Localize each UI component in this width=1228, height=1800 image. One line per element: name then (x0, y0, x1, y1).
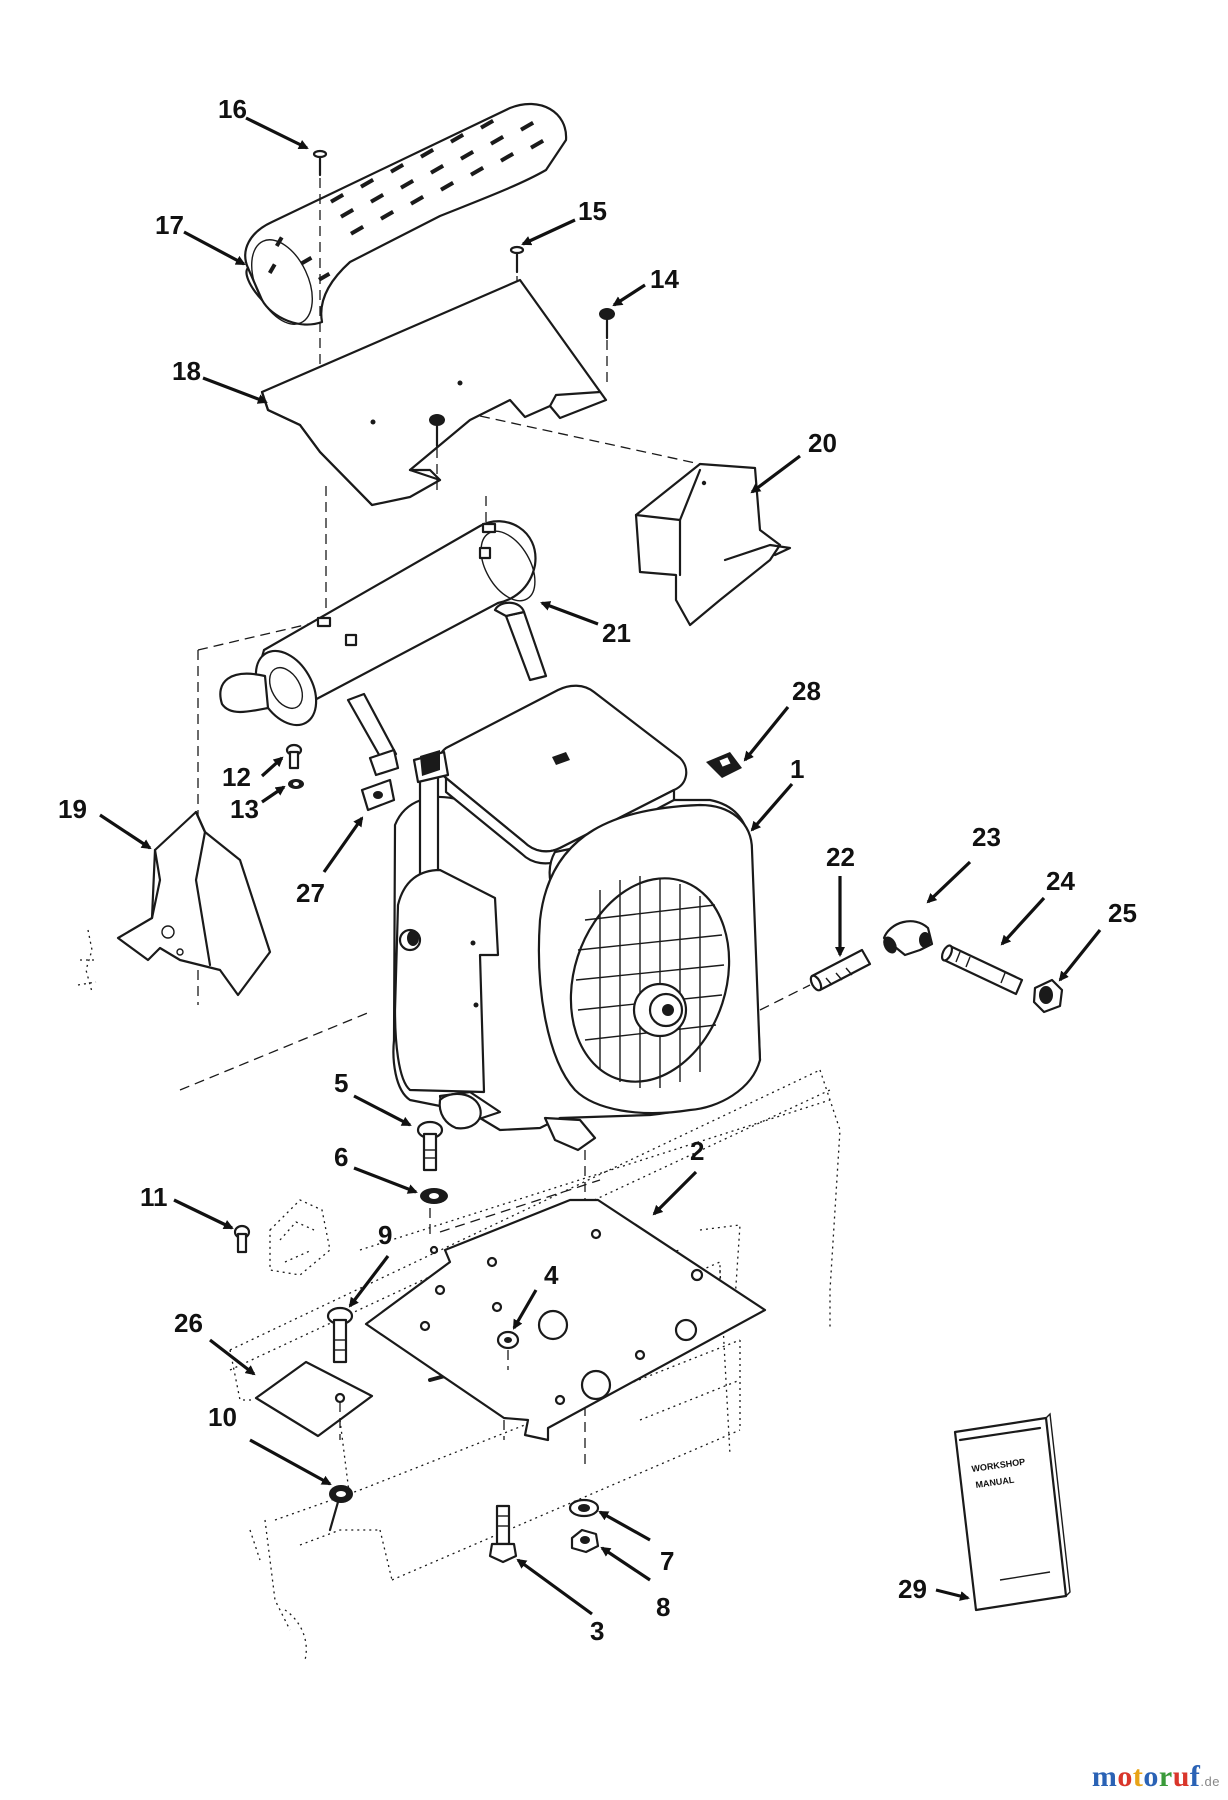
screw-15 (509, 245, 525, 274)
workshop-manual-29: WORKSHOP MANUAL (953, 1412, 1071, 1612)
blower-shroud (634, 462, 792, 627)
callout-labels: 16 17 15 14 18 20 21 28 1 12 13 19 27 22… (58, 94, 1137, 1646)
side-shield-19 (116, 810, 272, 997)
screw-12 (285, 743, 303, 770)
exhaust-gasket-27 (360, 778, 396, 812)
watermark-letter: m (1091, 1760, 1118, 1793)
part-label-10: 10 (208, 1402, 237, 1432)
part-label-29: 29 (898, 1574, 927, 1604)
washer-7 (568, 1498, 600, 1518)
watermark-letter: u (1172, 1760, 1190, 1793)
muffler (219, 520, 548, 777)
screw-14 (599, 308, 615, 340)
watermark-letter: o (1117, 1760, 1133, 1793)
watermark-suffix: .de (1200, 1774, 1220, 1789)
part-label-4: 4 (544, 1260, 559, 1290)
callout-arrows (99, 116, 1102, 1616)
shield-mount-bolts (77, 929, 97, 993)
ventilation-slots (268, 119, 545, 282)
bolt-9 (326, 1306, 354, 1364)
part-label-12: 12 (222, 762, 251, 792)
engine-mount-plate-2 (364, 1198, 767, 1442)
clip-28 (706, 752, 742, 778)
nut-4 (496, 1330, 520, 1350)
part-label-7: 7 (660, 1546, 674, 1576)
part-label-18: 18 (172, 356, 201, 386)
part-label-8: 8 (656, 1592, 670, 1622)
nut-10 (329, 1485, 353, 1503)
part-label-15: 15 (578, 196, 607, 226)
heat-shield-cover (244, 102, 568, 326)
elbow-fitting-23 (882, 920, 934, 957)
solenoid-bracket-11 (269, 1199, 331, 1276)
part-label-28: 28 (792, 676, 821, 706)
nut-8 (570, 1528, 600, 1554)
watermark-letter: o (1143, 1760, 1159, 1793)
bolt-11 (233, 1224, 251, 1254)
washer-6 (420, 1188, 448, 1204)
part-label-25: 25 (1108, 898, 1137, 928)
pipe-nipple-24 (940, 944, 1024, 996)
part-label-6: 6 (334, 1142, 348, 1172)
part-label-22: 22 (826, 842, 855, 872)
guard-screw (429, 414, 445, 448)
part-label-3: 3 (590, 1616, 604, 1646)
pipe-nipple-22 (809, 948, 872, 992)
bolt-3 (488, 1504, 518, 1564)
part-label-2: 2 (690, 1136, 704, 1166)
pipe-cap-25 (1032, 978, 1064, 1014)
part-label-20: 20 (808, 428, 837, 458)
motoruf-watermark-logo: motoruf.de (1092, 1760, 1220, 1794)
part-label-14: 14 (650, 264, 679, 294)
part-label-16: 16 (218, 94, 247, 124)
part-label-21: 21 (602, 618, 631, 648)
muffler-guard (260, 278, 608, 507)
spacer-plate-26 (254, 1360, 374, 1438)
part-label-19: 19 (58, 794, 87, 824)
part-label-11: 11 (140, 1182, 168, 1212)
part-label-27: 27 (296, 878, 325, 908)
part-label-17: 17 (155, 210, 184, 240)
part-label-1: 1 (790, 754, 804, 784)
engine-assembly (392, 684, 762, 1152)
part-label-5: 5 (334, 1068, 348, 1098)
part-label-9: 9 (378, 1220, 392, 1250)
bolt-5 (416, 1120, 444, 1172)
part-label-23: 23 (972, 822, 1001, 852)
watermark-letter: f (1189, 1760, 1201, 1793)
part-label-24: 24 (1046, 866, 1075, 896)
screw-16 (312, 149, 328, 177)
washer-13 (288, 779, 304, 789)
part-label-26: 26 (174, 1308, 203, 1338)
watermark-letter: r (1158, 1760, 1173, 1793)
watermark-letter: t (1132, 1760, 1144, 1793)
part-label-13: 13 (230, 794, 259, 824)
